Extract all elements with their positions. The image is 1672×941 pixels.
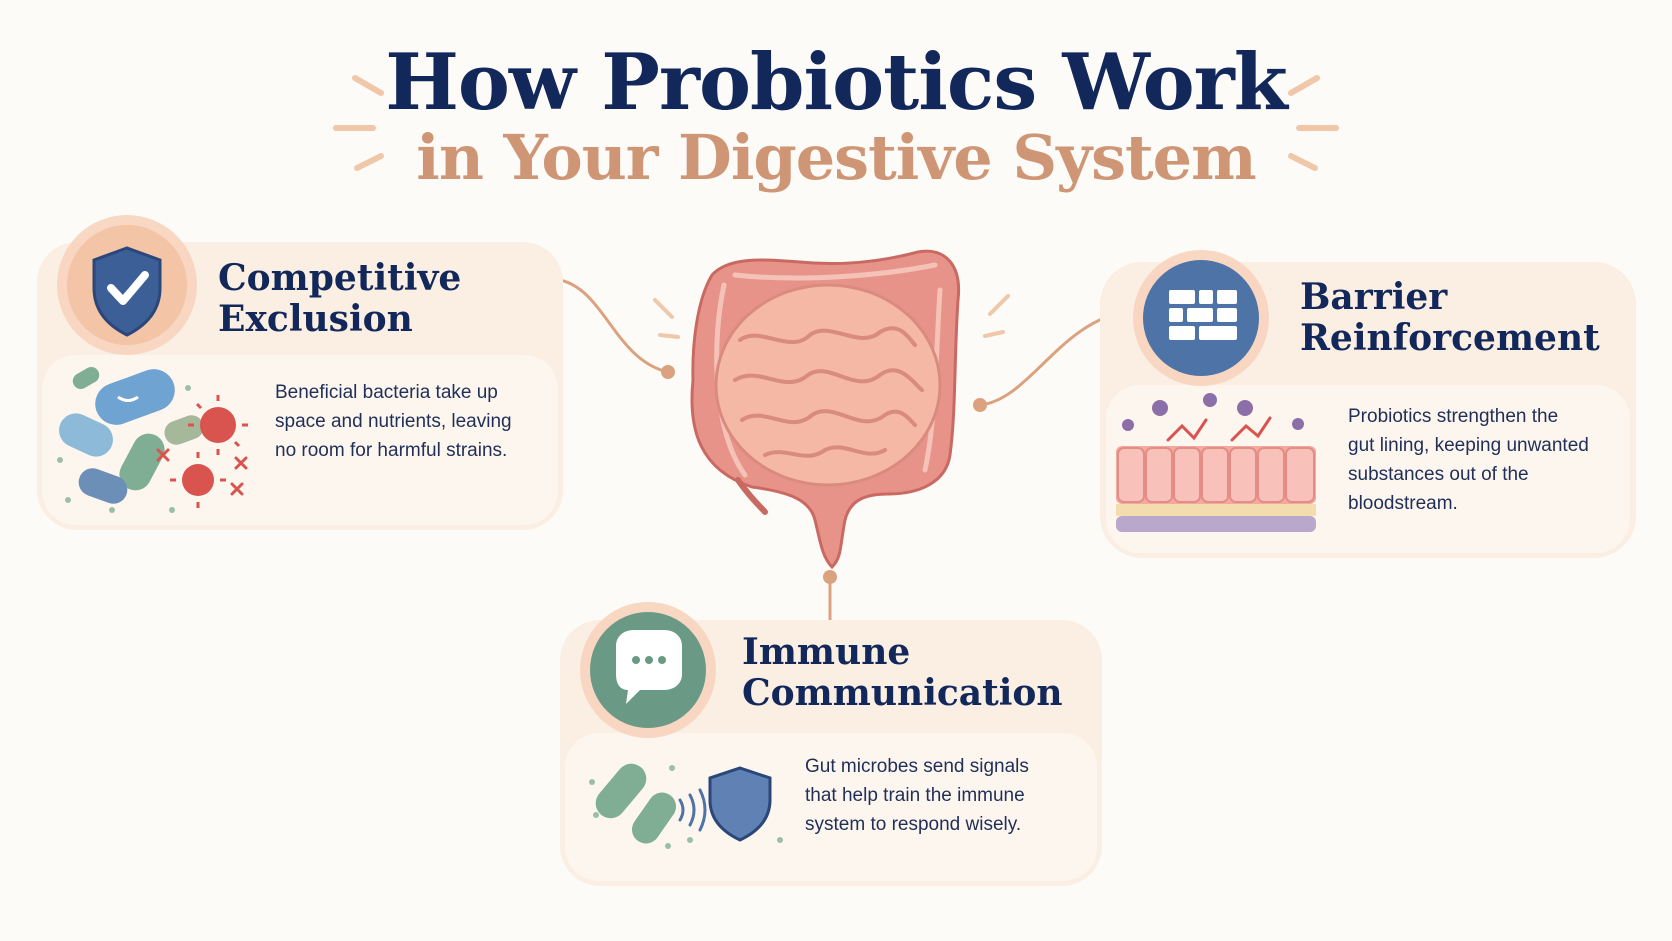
title-rays-right	[1288, 75, 1339, 171]
card-barrier-heading: Barrier Reinforcement	[1300, 276, 1600, 359]
cross-marks	[156, 448, 248, 496]
page-subtitle: in Your Digestive System	[416, 121, 1256, 194]
connector-dot-bottom	[823, 570, 837, 584]
bacteria-competition-illustration	[57, 367, 248, 513]
colon-top-line	[732, 262, 938, 281]
card-barrier-text: Probiotics strengthen the gut lining, ke…	[1348, 406, 1589, 514]
page-title: How Probiotics Work	[385, 37, 1288, 128]
connector-dot-right	[973, 398, 987, 412]
card-competitive-heading: Competitive Exclusion	[218, 257, 462, 340]
speech-bubble-icon	[580, 602, 716, 738]
small-intestine-coils	[733, 326, 924, 458]
connector-dot-left	[661, 365, 675, 379]
immune-signaling-illustration	[589, 763, 783, 849]
brick-wall-icon	[1133, 250, 1269, 386]
gut-lining-illustration	[1116, 393, 1316, 532]
connector-competitive	[559, 278, 669, 374]
harmful-virus-icon	[170, 395, 248, 508]
small-intestine	[714, 283, 942, 487]
sparkle-rays	[653, 294, 1010, 339]
digestive-system-illustration	[653, 249, 1010, 570]
card-immune-text: Gut microbes send signals that help trai…	[805, 756, 1029, 835]
immune-shield-icon	[708, 766, 772, 842]
title-rays-left	[333, 75, 384, 171]
card-competitive-text: Beneficial bacteria take up space and nu…	[275, 382, 512, 461]
shield-check-icon	[57, 215, 197, 355]
descending-tail	[735, 477, 768, 515]
card-immune-heading: Immune Communication	[742, 631, 1063, 714]
signal-waves	[678, 788, 707, 832]
